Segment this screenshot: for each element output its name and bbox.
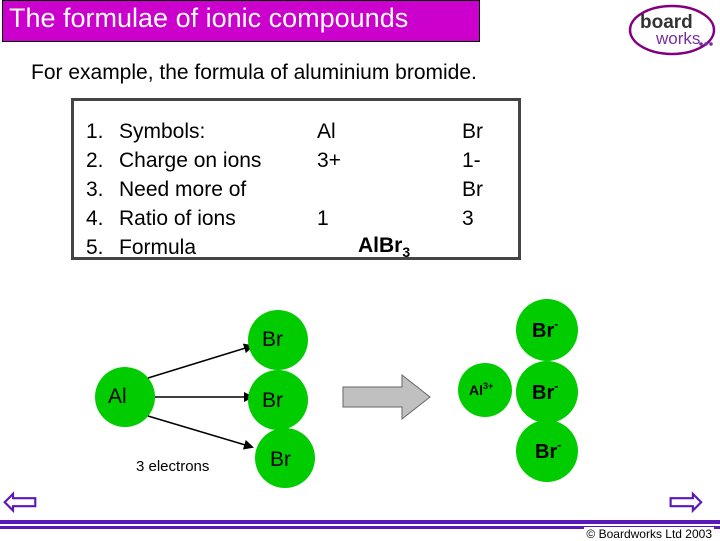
al-ratio: 1 — [317, 207, 329, 230]
al-ion-label: Al3+ — [469, 381, 493, 398]
electrons-label: 3 electrons — [136, 458, 210, 475]
step-label-formula: Formula — [119, 236, 197, 259]
al-ion-charge: 3+ — [483, 381, 494, 391]
br-ion-charge-1: - — [554, 317, 559, 331]
step-number-2: 2. — [86, 149, 104, 172]
step-number-4: 4. — [86, 207, 104, 230]
br-atom-label-3: Br — [270, 448, 291, 471]
formula-subscript: 3 — [402, 244, 411, 260]
forward-arrow-icon[interactable]: ⇨ — [668, 477, 705, 526]
br-need-more: Br — [462, 178, 483, 201]
br-ion-label-3: Br- — [535, 438, 561, 464]
al-charge: 3+ — [317, 149, 341, 172]
br-ion-label-1: Br- — [532, 317, 558, 343]
logo-word-works: works — [655, 29, 700, 48]
br-atom-label-1: Br — [262, 328, 283, 351]
br-atom-circle-1 — [248, 310, 308, 370]
step-label-charge: Charge on ions — [119, 149, 262, 172]
al-ion-symbol: Al — [469, 382, 483, 398]
br-ion-symbol-2: Br — [532, 382, 555, 404]
step-label-need-more: Need more of — [119, 178, 247, 201]
br-atom-circle-3 — [255, 428, 315, 488]
step-number-1: 1. — [86, 120, 104, 143]
back-arrow-icon[interactable]: ⇦ — [2, 477, 39, 526]
al-ion-circle — [458, 363, 512, 417]
footer-bar-bottom — [0, 526, 720, 529]
al-atom-label: Al — [108, 385, 127, 408]
br-ion-charge-3: - — [557, 438, 562, 452]
al-symbol: Al — [317, 120, 336, 143]
br-ion-symbol-3: Br — [535, 441, 558, 463]
step-label-symbols: Symbols: — [119, 120, 206, 143]
step-label-ratio: Ratio of ions — [119, 207, 236, 230]
electron-arrow-1 — [147, 343, 254, 379]
footer-bar-top — [0, 520, 720, 524]
logo-word-board: board — [640, 12, 693, 33]
boardworks-logo: board works — [628, 4, 716, 56]
step-number-5: 5. — [86, 236, 104, 259]
intro-text: For example, the formula of aluminium br… — [31, 61, 477, 84]
br-ion-circle-3 — [516, 420, 578, 482]
title-bar: The formulae of ionic compounds — [2, 0, 480, 42]
br-ion-circle-2 — [516, 361, 578, 423]
electron-arrow-3 — [147, 415, 254, 450]
br-charge: 1- — [462, 149, 481, 172]
page-title: The formulae of ionic compounds — [9, 3, 409, 33]
br-atom-label-2: Br — [262, 389, 283, 412]
formula-base: AlBr — [358, 234, 403, 257]
br-symbol: Br — [462, 120, 483, 143]
reaction-arrow — [342, 373, 431, 421]
br-atom-circle-2 — [248, 370, 308, 430]
al-atom-circle — [95, 367, 155, 427]
step-number-3: 3. — [86, 178, 104, 201]
br-ratio: 3 — [462, 207, 474, 230]
br-ion-label-2: Br- — [532, 379, 558, 405]
copyright-text: © Boardworks Ltd 2003 — [584, 526, 714, 541]
br-ion-circle-1 — [516, 299, 578, 361]
br-ion-charge-2: - — [554, 379, 559, 393]
steps-table — [71, 98, 521, 260]
br-ion-symbol-1: Br — [532, 320, 555, 342]
formula-result: AlBr3 — [358, 234, 410, 260]
